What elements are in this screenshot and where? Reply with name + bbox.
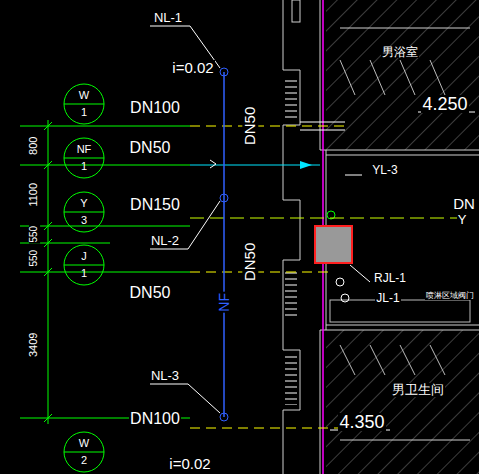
dimension: 800 (28, 136, 40, 156)
room-hatch (326, 330, 479, 474)
leader-tag: NL-3 (150, 369, 180, 383)
sleeve (300, 122, 345, 123)
system-number: 1 (63, 268, 105, 279)
w-pipe (190, 428, 345, 429)
riser-node (220, 68, 228, 76)
leader (350, 265, 370, 282)
walls (283, 0, 479, 474)
system-number: 2 (63, 455, 105, 466)
sleeve (300, 130, 345, 131)
dimension: 550 (29, 249, 40, 268)
riser-rj (336, 278, 344, 286)
riser-node (220, 413, 228, 421)
nf-riser (223, 72, 225, 417)
pipe-size: DN100 (129, 100, 181, 117)
riser-tag: YL-3 (371, 164, 398, 177)
dimension: 3409 (28, 332, 40, 358)
system-code: Y (63, 198, 105, 209)
slope-note: i=0.02 (168, 456, 211, 472)
pipe-tag-circle: W1 (63, 83, 105, 125)
pipe-code: Y (457, 213, 468, 227)
pipe-size: DN50 (242, 106, 258, 146)
w-pipe (190, 126, 345, 127)
system-code: NF (63, 144, 105, 155)
pipe-size: DN50 (129, 140, 172, 157)
pipe-size: DN150 (129, 197, 181, 214)
pipe-tag-circle: J1 (63, 244, 105, 286)
level-mark: 4.350 (338, 413, 385, 432)
y-pipe (190, 218, 470, 219)
valve-note: 喷淋区域阀门 (425, 292, 475, 300)
system-number: 3 (63, 215, 105, 226)
window (285, 80, 297, 120)
room-hatch (326, 0, 479, 150)
system-number: 1 (63, 161, 105, 172)
system-number: 1 (63, 107, 105, 118)
break-mark (210, 160, 216, 168)
level-mark: 4.250 (421, 95, 468, 114)
riser-tag: RJL-1 (373, 272, 407, 285)
pipe-size: DN50 (242, 242, 258, 282)
pipe-size: DN100 (129, 411, 181, 428)
pipe-code: NF (217, 292, 232, 313)
room-name: 男浴室 (381, 46, 419, 59)
leader (345, 175, 362, 176)
pipe-tag-circle: W2 (63, 431, 105, 473)
slope-note: i=0.02 (171, 60, 214, 76)
pipe-size: DN50 (129, 285, 172, 302)
room-name: 男卫生间 (391, 383, 445, 397)
window (285, 270, 297, 320)
riser-tag: JL-1 (375, 292, 400, 305)
window (285, 355, 297, 405)
pipe-shaft (315, 226, 352, 263)
pipe-size: DN (452, 196, 476, 212)
riser-j (341, 294, 349, 302)
j-pipe (190, 272, 330, 273)
dimension-lines (20, 120, 190, 424)
leader-tag: NL-2 (150, 234, 180, 248)
system-code: J (63, 251, 105, 262)
leaders (150, 26, 220, 413)
dimension: 550 (29, 225, 40, 244)
system-code: W (63, 438, 105, 449)
arrow (300, 161, 312, 169)
dimension: 1100 (28, 182, 40, 208)
leader-tag: NL-1 (153, 11, 183, 25)
pipe-tag-circle: Y3 (63, 191, 105, 233)
system-code: W (63, 90, 105, 101)
pipe-tag-circle: NF 1 (63, 137, 105, 179)
riser-node (220, 194, 228, 202)
